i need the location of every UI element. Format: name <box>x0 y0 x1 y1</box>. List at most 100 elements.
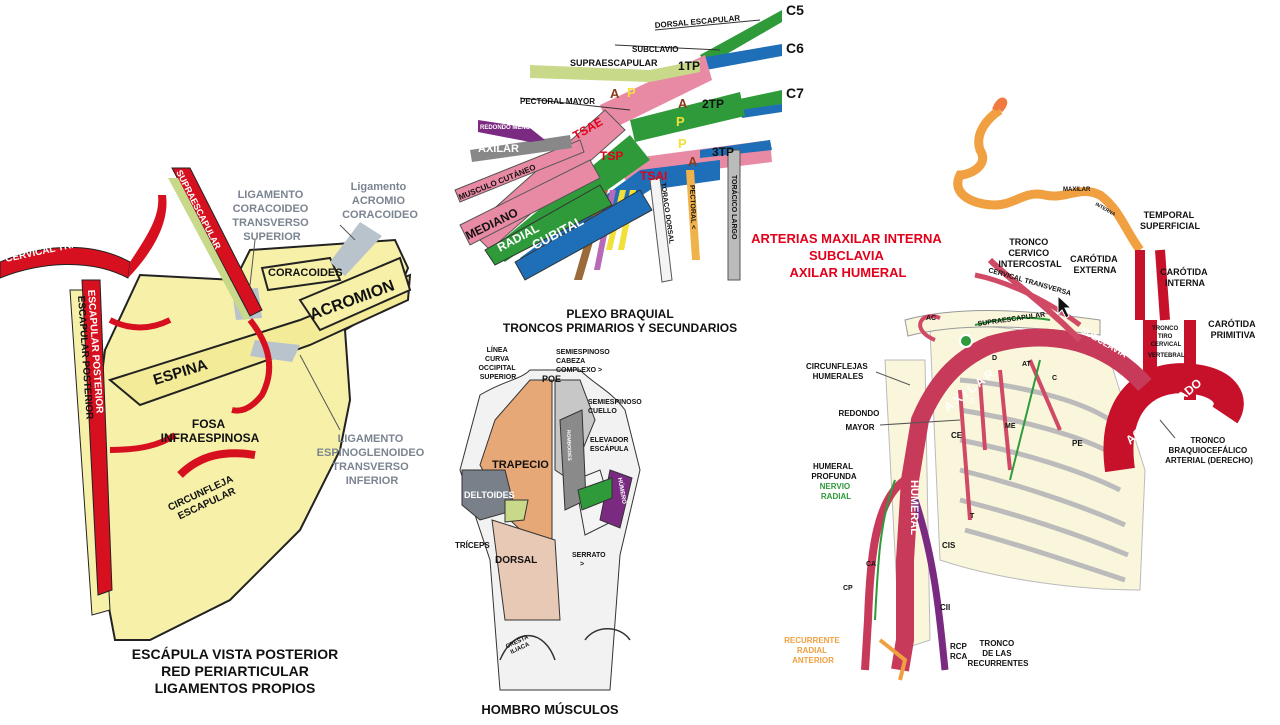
label-ce: CE <box>951 431 963 440</box>
label-subclavio: SUBCLAVIO <box>632 45 679 54</box>
thorax-long-branch <box>1009 359 1041 481</box>
label-cii: CII <box>940 603 950 612</box>
hombro-panel: LÍNEA CURVA OCCIPITAL SUPERIOR POE SEMIE… <box>455 345 642 691</box>
infraspinous-branch-2 <box>108 317 172 331</box>
label-carotida-externa: CARÓTIDA EXTERNA <box>1070 253 1120 275</box>
ligament-leader-1 <box>249 239 256 286</box>
root-c5-band <box>700 10 782 66</box>
label-redondo-menor: REDONDO MENOR <box>480 125 535 131</box>
humeral-branch-radial <box>861 476 908 671</box>
label-semiespinoso-cabeza: SEMIESPINOSO CABEZA COMPLEXO > <box>556 349 612 374</box>
cord-tsai-label: TSAI <box>640 169 667 183</box>
root-c5: C5 <box>786 2 804 18</box>
label-pectoral-menor: PECTORAL < <box>688 185 697 229</box>
label-axilar: AXILAR <box>478 143 519 155</box>
label-ac: AC <box>926 315 936 322</box>
arterias-title: ARTERIAS MAXILAR INTERNA SUBCLAVIA AXILA… <box>751 231 945 280</box>
supraescapular-artery <box>171 167 263 317</box>
leader-redondo <box>879 419 961 426</box>
nerve-mediano <box>459 159 601 246</box>
label-linea-curva: LÍNEA CURVA OCCIPITAL SUPERIOR <box>478 345 517 381</box>
label-humeral-profunda: HUMERAL PROFUNDA <box>811 462 857 481</box>
label-deltoides: DELTOIDES <box>464 490 515 500</box>
label-humero: HÚMERO <box>616 477 628 505</box>
plexo-panel: A P A P P A C5 C6 C7 1TP 2TP 3TP TSAE TS… <box>454 2 804 283</box>
scapula-caption-line-3: LIGAMENTOS PROPIOS <box>154 679 316 696</box>
ac-branch <box>918 314 941 342</box>
nerve-musculo-cutaneo <box>454 139 585 203</box>
label-romboides: ROMBOIDES <box>565 430 572 462</box>
scapula-caption: ESCÁPULA VISTA POSTERIOR RED PERIARTICUL… <box>100 646 370 696</box>
subclavia-axilar-humeral <box>891 328 1152 672</box>
label-lig-coracoideo: LIGAMENTO CORACOIDEO TRANSVERSO SUPERIOR <box>232 189 311 243</box>
division-p-1: P <box>627 85 636 100</box>
root-c6: C6 <box>786 40 804 56</box>
hombro-caption-line: HOMBRO MÚSCULOS <box>481 702 619 717</box>
label-lig-acromio: Ligamento ACROMIO CORACOIDEO <box>342 181 418 221</box>
nerve-cubital <box>514 189 653 281</box>
root-c7-band-blue <box>740 104 782 118</box>
plexo-caption-line-2: TRONCOS PRIMARIOS Y SECUNDARIOS <box>502 321 738 336</box>
nerve-supraescapular <box>530 60 700 82</box>
nerve-pectoral-menor <box>686 170 700 260</box>
root-c7: C7 <box>786 85 804 101</box>
cresta-arc <box>499 634 556 661</box>
trunk-3tp-blue <box>700 140 772 158</box>
root-c6-band <box>700 44 782 70</box>
thoracic-branches <box>958 359 1062 521</box>
label-triceps: TRÍCEPS <box>455 541 490 550</box>
circunfleja-artery <box>177 449 256 478</box>
escapular-posterior-artery <box>81 279 113 596</box>
nervio-radial <box>874 479 896 621</box>
label-humeral: HUMERAL <box>908 480 920 535</box>
nerve-axilar <box>470 135 572 162</box>
division-a-2: A <box>678 96 688 111</box>
label-tronco-recurrentes: TRONCO DE LAS RECURRENTES <box>968 639 1030 668</box>
scapula-panel: CERVICAL TRANSVERSA ESCAPULAR POSTERIOR … <box>0 167 425 641</box>
label-rcp: RCP <box>950 642 968 651</box>
carotida-interna <box>1155 249 1170 321</box>
leader-tronco-braquio <box>1159 419 1176 439</box>
supraescapular-branch-right <box>974 316 1051 326</box>
d-marker <box>959 334 973 348</box>
label-carotida-primitiva: CARÓTIDA PRIMITIVA <box>1208 318 1258 340</box>
label-ca: CA <box>866 561 876 568</box>
label-temporal: TEMPORAL SUPERFICIAL <box>1140 210 1201 231</box>
label-d: D <box>992 355 997 362</box>
label-trapecio: TRAPECIO <box>492 459 549 471</box>
trunk-3tp-label: 3TP <box>712 145 734 159</box>
nerve-toracico-largo <box>727 149 741 281</box>
root-c7-band <box>735 90 782 112</box>
scapula-caption-line-2: RED PERIARTICULAR <box>161 662 309 679</box>
label-cp: CP <box>843 585 853 592</box>
label-c: C <box>1052 375 1057 382</box>
cord-tsp-label: TSP <box>600 149 623 163</box>
cervical-transversa-branch <box>128 195 167 278</box>
ligament-leader-2 <box>339 224 356 241</box>
label-fosa: FOSA INFRAESPINOSA <box>161 417 260 445</box>
label-vertebral: VERTEBRAL <box>1148 353 1185 359</box>
label-elevador: ELEVADOR ESCÁPULA <box>590 437 630 453</box>
label-dorsal: DORSAL <box>495 555 537 566</box>
scapula-caption-line-1: ESCÁPULA VISTA POSTERIOR <box>131 646 339 662</box>
label-at: AT <box>1022 361 1032 368</box>
label-redondo: REDONDO MAYOR <box>838 409 881 432</box>
muscle-olive <box>504 499 529 523</box>
leader-pectoral-mayor <box>519 97 631 111</box>
infraspinous-branch-3 <box>109 432 177 453</box>
infraspinous-branch-1 <box>231 318 273 414</box>
label-nervio-radial: NERVIO RADIAL <box>820 482 853 501</box>
muscle-dorsal <box>491 519 561 621</box>
arc-right <box>584 628 631 641</box>
plexo-caption: PLEXO BRAQUIAL TRONCOS PRIMARIOS Y SECUN… <box>470 307 770 336</box>
division-p-2: P <box>676 114 685 129</box>
nerve-radial <box>484 184 613 266</box>
label-maxilar: MAXILAR <box>1063 187 1091 193</box>
label-supraescapular-vertical: SUPRAESCAPULAR <box>174 168 223 251</box>
muscle-deltoides <box>461 469 516 521</box>
aorta-arch <box>1103 363 1244 473</box>
trunk-2tp <box>630 92 745 142</box>
maxilar-interna-artery <box>953 106 1144 253</box>
